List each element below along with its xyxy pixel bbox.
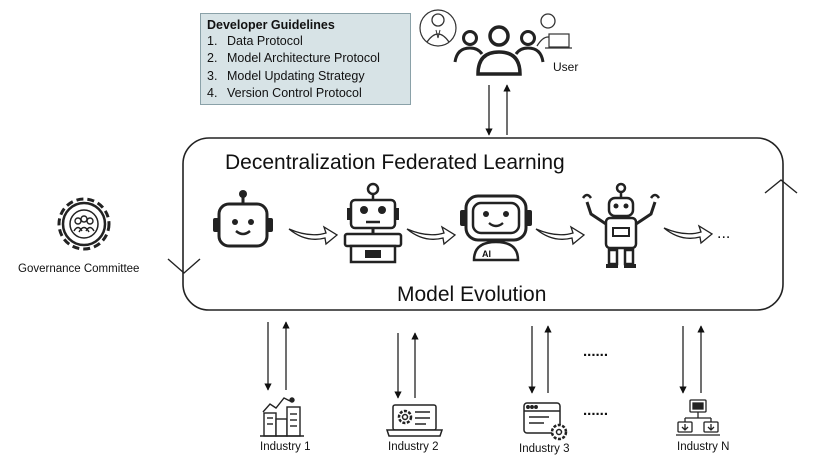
industry-3-label: Industry 3 [519, 443, 570, 455]
dots-lower: ...... [583, 402, 608, 419]
industry-1-buildings-icon [260, 397, 304, 437]
developer-guidelines-title: Developer Guidelines [207, 18, 335, 32]
dots-upper: ...... [583, 343, 608, 360]
industry-arrows [264, 321, 705, 399]
guideline-item: 3.Model Updating Strategy [207, 68, 365, 83]
evolution-arrow [406, 225, 457, 246]
frame-down-chevron [167, 258, 201, 274]
robot-stage1-icon [213, 190, 273, 248]
robot-ai-label: AI [482, 249, 491, 259]
evolution-arrow [288, 225, 339, 246]
robot-stage2-icon [343, 182, 403, 264]
governance-label: Governance Committee [18, 263, 139, 275]
developer-guidelines-list: 1.Data Protocol 2.Model Architecture Pro… [207, 33, 404, 102]
main-title: Decentralization Federated Learning [225, 151, 565, 174]
evolution-ellipsis: ... [717, 225, 730, 242]
evolution-arrows [288, 224, 714, 246]
frame-up-chevron [764, 179, 798, 194]
industry-2-label: Industry 2 [388, 441, 439, 453]
industry-3-window-gear-icon [523, 402, 568, 441]
robot-stage3-ai-icon: AI [460, 194, 532, 262]
guideline-item: 2.Model Architecture Protocol [207, 51, 380, 66]
robot-stage4-icon [581, 182, 661, 268]
guideline-item: 1.Data Protocol [207, 34, 303, 48]
user-label: User [553, 60, 578, 74]
industry-2-laptop-gear-icon [385, 404, 444, 437]
industry-n-label: Industry N [677, 441, 729, 453]
governance-gear-icon [57, 197, 111, 251]
evolution-arrow [535, 225, 586, 246]
guideline-item: 4.Version Control Protocol [207, 85, 362, 100]
industry-1-label: Industry 1 [260, 441, 311, 453]
industry-n-network-icon [676, 399, 720, 436]
evolution-arrow [663, 224, 714, 245]
user-group-icon [419, 9, 572, 76]
main-subtitle: Model Evolution [397, 283, 546, 306]
developer-guidelines-box: Developer Guidelines 1.Data Protocol 2.M… [200, 13, 411, 105]
